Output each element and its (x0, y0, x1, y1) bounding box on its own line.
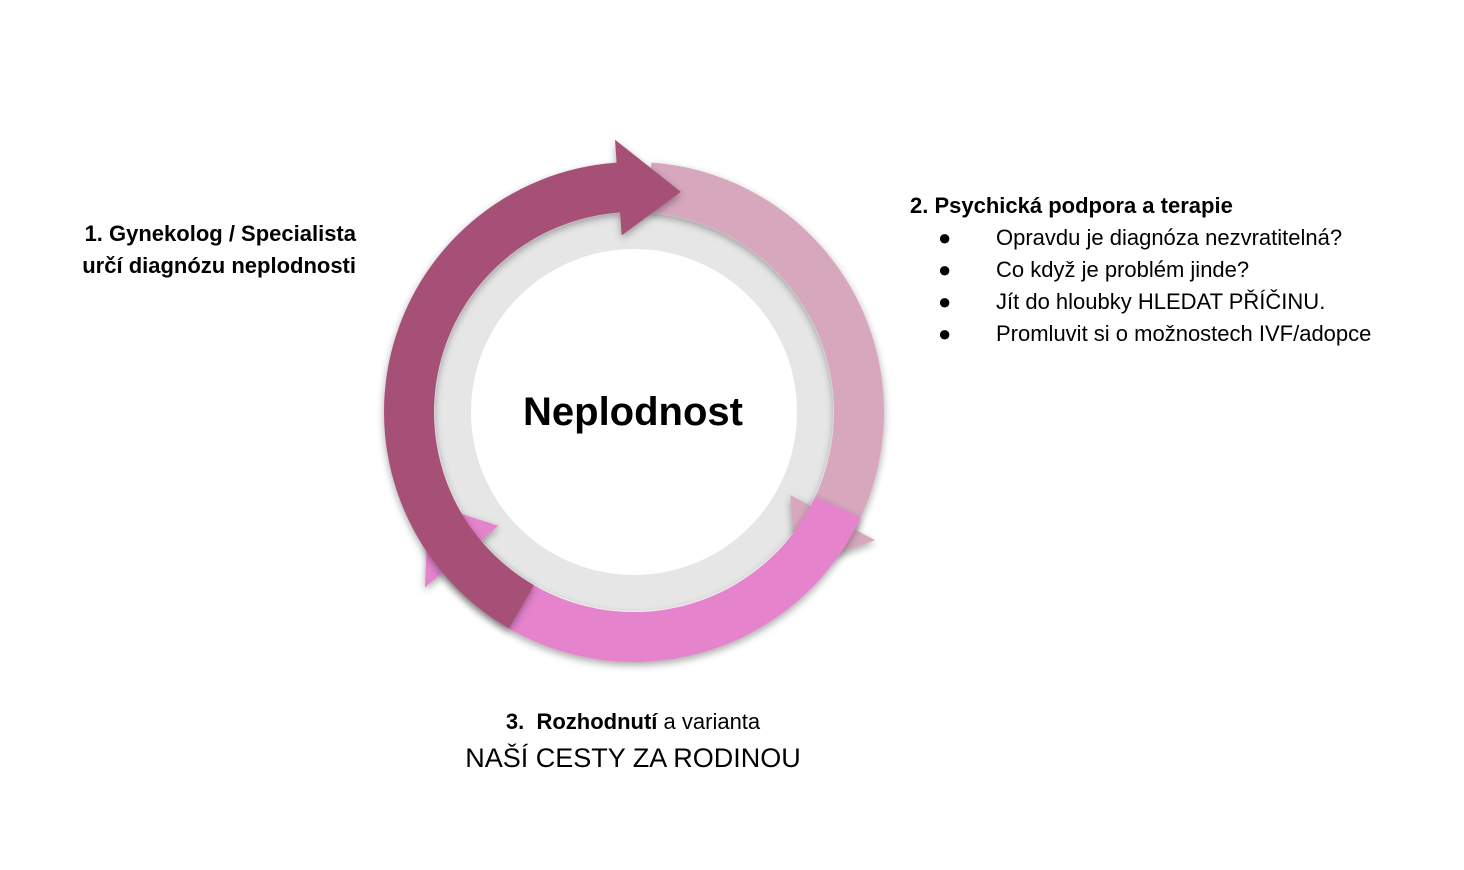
step-2-text: 2. Psychická podpora a terapie ● Opravdu… (910, 190, 1450, 350)
bullet-icon: ● (938, 289, 952, 314)
inner-ring (435, 213, 833, 611)
arrow-step-2 (648, 162, 884, 569)
bullet-icon: ● (938, 225, 952, 250)
list-item-text: Co když je problém jinde? (996, 257, 1250, 282)
list-item: ● Opravdu je diagnóza nezvratitelná? (910, 222, 1450, 254)
step-2-title: 2. Psychická podpora a terapie (910, 193, 1233, 218)
step-3-rest: a varianta (663, 709, 761, 734)
arrow-step-1 (384, 139, 681, 629)
list-item: ● Co když je problém jinde? (910, 254, 1450, 286)
step-3-number: 3. (505, 709, 525, 734)
step-1-line-1: 1. Gynekolog / Specialista (84, 221, 356, 246)
step-3-line-2: NAŠÍ CESTY ZA RODINOU (465, 743, 801, 773)
list-item-text: Opravdu je diagnóza nezvratitelná? (996, 225, 1343, 250)
step-3-line-1: 3. Rozhodnutí a varianta (383, 706, 883, 738)
list-item: ● Promluvit si o možnostech IVF/adopce (910, 318, 1450, 350)
list-item-text: Promluvit si o možnostech IVF/adopce (996, 321, 1372, 346)
arrow-step-3 (424, 496, 861, 663)
step-2-list: ● Opravdu je diagnóza nezvratitelná? ● C… (910, 222, 1450, 350)
center-label: Neplodnost (523, 390, 743, 434)
bullet-icon: ● (938, 321, 952, 346)
list-item-text: Jít do hloubky HLEDAT PŘÍČINU. (996, 289, 1326, 314)
bullet-icon: ● (938, 257, 952, 282)
step-1-text: 1. Gynekolog / Specialista určí diagnózu… (40, 218, 356, 282)
step-1-line-2: určí diagnózu neplodnosti (82, 253, 356, 278)
list-item: ● Jít do hloubky HLEDAT PŘÍČINU. (910, 286, 1450, 318)
step-3-bold-word: Rozhodnutí (536, 709, 658, 734)
step-3-text: 3. Rozhodnutí a varianta NAŠÍ CESTY ZA R… (383, 706, 883, 778)
